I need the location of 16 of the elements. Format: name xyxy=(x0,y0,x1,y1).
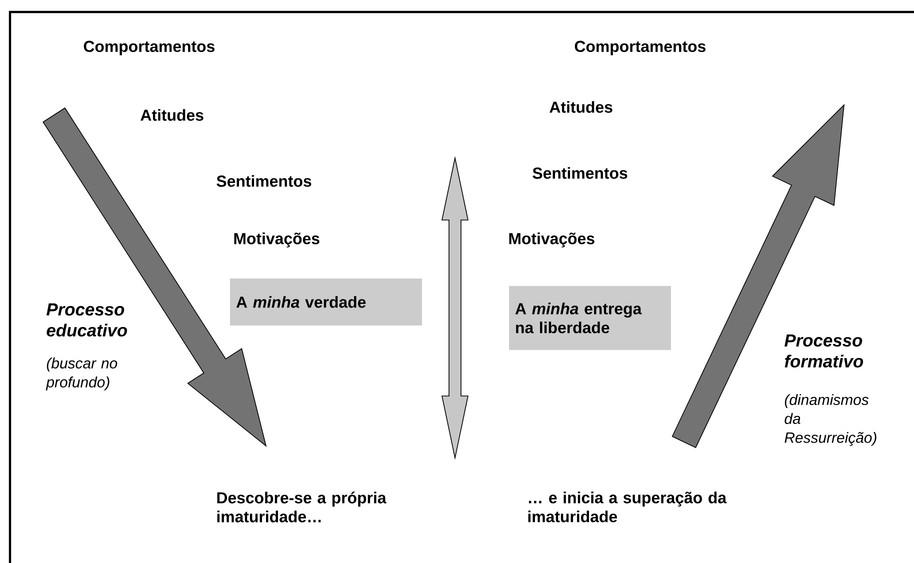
shaded-box: A minha entrega na liberdade xyxy=(509,286,671,350)
caption-text: … e inicia a superação da imaturidade xyxy=(528,492,727,522)
process-title: Processo educativo xyxy=(46,303,128,337)
level-label: Sentimentos xyxy=(216,175,312,187)
level-label: Comportamentos xyxy=(574,40,706,56)
process-title: Processo formativo xyxy=(784,334,864,368)
level-label: Motivações xyxy=(509,232,594,248)
shaded-box: A minha verdade xyxy=(230,278,422,326)
level-label: Motivações xyxy=(234,232,320,248)
level-label: Comportamentos xyxy=(84,40,214,56)
level-label: Sentimentos xyxy=(532,167,628,179)
level-label: Atitudes xyxy=(550,101,612,113)
level-label: Atitudes xyxy=(140,109,204,121)
process-note: (buscar no profundo) xyxy=(46,358,118,390)
process-note: (dinamismos da Ressurreição) xyxy=(784,394,876,446)
caption-text: Descobre-se a própria imaturidade… xyxy=(217,492,386,522)
